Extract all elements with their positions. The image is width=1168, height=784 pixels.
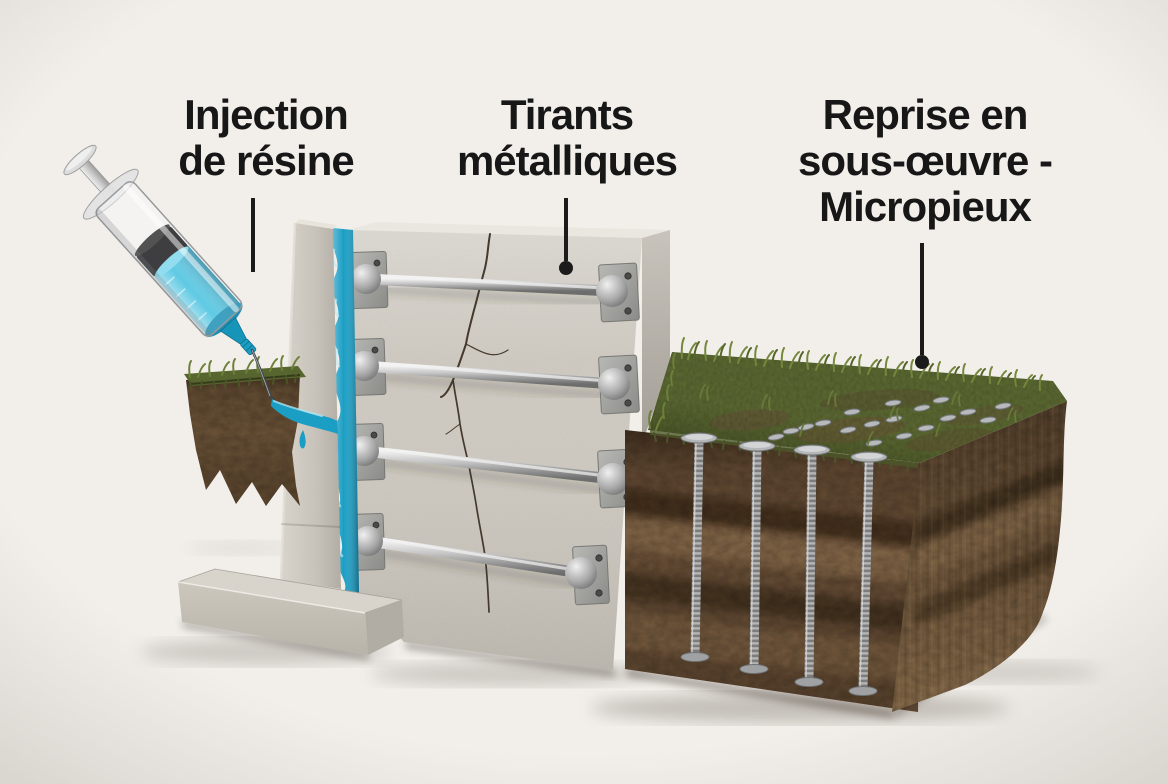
label-line: Reprise en — [822, 91, 1029, 138]
label-resin-injection: Injection de résine — [146, 92, 386, 184]
leader-dot-tie-rods — [559, 261, 573, 275]
label-micropiles: Reprise en sous-œuvre - Micropieux — [775, 92, 1075, 230]
leader-line-resin — [251, 198, 255, 272]
label-line: Injection — [184, 91, 349, 138]
label-line: métalliques — [456, 137, 678, 184]
label-line: Tirants — [500, 91, 634, 138]
label-line: de résine — [178, 137, 354, 184]
leader-line-tie-rods — [564, 198, 568, 261]
leader-line-micropiles — [920, 243, 924, 355]
label-line: sous-œuvre - — [797, 137, 1053, 184]
leader-dot-micropiles — [915, 355, 929, 369]
label-tie-rods: Tirants métalliques — [437, 92, 697, 184]
label-line: Micropieux — [819, 183, 1032, 230]
